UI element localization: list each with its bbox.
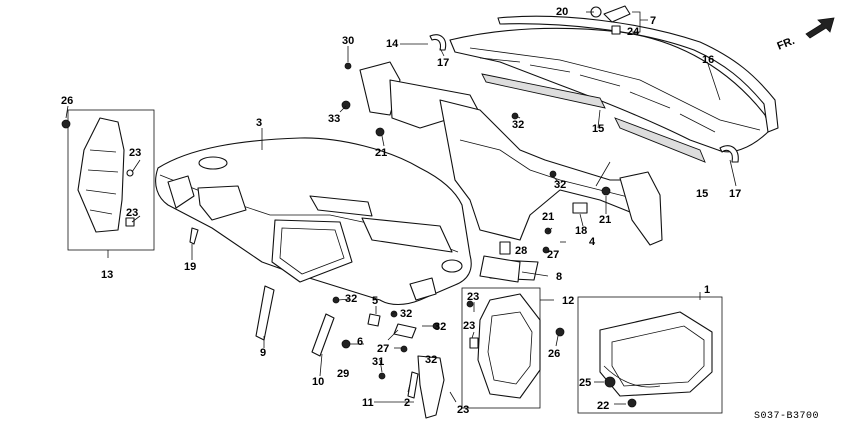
lower-parts-drawing [189, 227, 521, 419]
drawing-code: S037-B3700 [754, 411, 819, 422]
dash-beam-drawing [341, 61, 663, 281]
callout-24: 24 [627, 26, 640, 38]
callout-3: 3 [256, 117, 262, 129]
callout-8: 8 [556, 271, 562, 283]
callout-9: 9 [260, 347, 266, 359]
callout-12: 12 [562, 295, 574, 307]
callout-25: 25 [579, 377, 591, 389]
callout-27-b: 27 [377, 343, 389, 355]
glovebox-drawing [461, 287, 565, 409]
callout-32-b: 32 [554, 179, 566, 191]
callout-23-e: 23 [457, 404, 469, 416]
leader-lines [65, 11, 737, 405]
callout-18: 18 [575, 225, 587, 237]
callout-7: 7 [650, 15, 656, 27]
callout-4: 4 [589, 236, 596, 248]
instrument-panel-drawing [155, 137, 472, 306]
callout-31: 31 [372, 356, 384, 368]
callout-15-a: 15 [592, 123, 604, 135]
callout-32-f: 32 [425, 354, 437, 366]
front-direction-arrow [805, 17, 835, 39]
callout-23-b: 23 [126, 207, 138, 219]
callout-15-b: 15 [696, 188, 708, 200]
callout-28: 28 [515, 245, 527, 257]
callout-19: 19 [184, 261, 196, 273]
callout-1: 1 [704, 284, 710, 296]
callout-21-a: 21 [375, 147, 387, 159]
callout-labels: 1 2 3 4 5 6 7 8 9 10 11 12 13 14 15 15 1… [61, 6, 741, 416]
callout-26-b: 26 [548, 348, 560, 360]
callout-32-e: 32 [434, 321, 446, 333]
callout-26-a: 26 [61, 95, 73, 107]
callout-32-a: 32 [512, 119, 524, 131]
callout-5: 5 [372, 295, 378, 307]
upper-trim-drawing [429, 5, 779, 163]
callout-17-a: 17 [437, 57, 449, 69]
airbag-module-drawing [577, 296, 723, 414]
callout-23-c: 23 [467, 291, 479, 303]
callout-14: 14 [386, 38, 399, 50]
callout-30: 30 [342, 35, 354, 47]
callout-22: 22 [597, 400, 609, 412]
callout-2: 2 [404, 397, 410, 409]
callout-10: 10 [312, 376, 324, 388]
callout-21-c: 21 [599, 214, 611, 226]
callout-27-a: 27 [547, 249, 559, 261]
callout-16: 16 [702, 54, 714, 66]
side-cover-drawing [61, 109, 155, 251]
callout-21-b: 21 [542, 211, 554, 223]
callout-6: 6 [357, 336, 363, 348]
callout-32-c: 32 [345, 293, 357, 305]
callout-17-b: 17 [729, 188, 741, 200]
callout-11: 11 [362, 397, 374, 409]
callout-33: 33 [328, 113, 340, 125]
callout-13: 13 [101, 269, 113, 281]
callout-23-a: 23 [129, 147, 141, 159]
callout-29: 29 [337, 368, 349, 380]
callout-32-d: 32 [400, 308, 412, 320]
callout-20: 20 [556, 6, 568, 18]
front-direction-label: FR. [776, 35, 797, 53]
callout-23-d: 23 [463, 320, 475, 332]
